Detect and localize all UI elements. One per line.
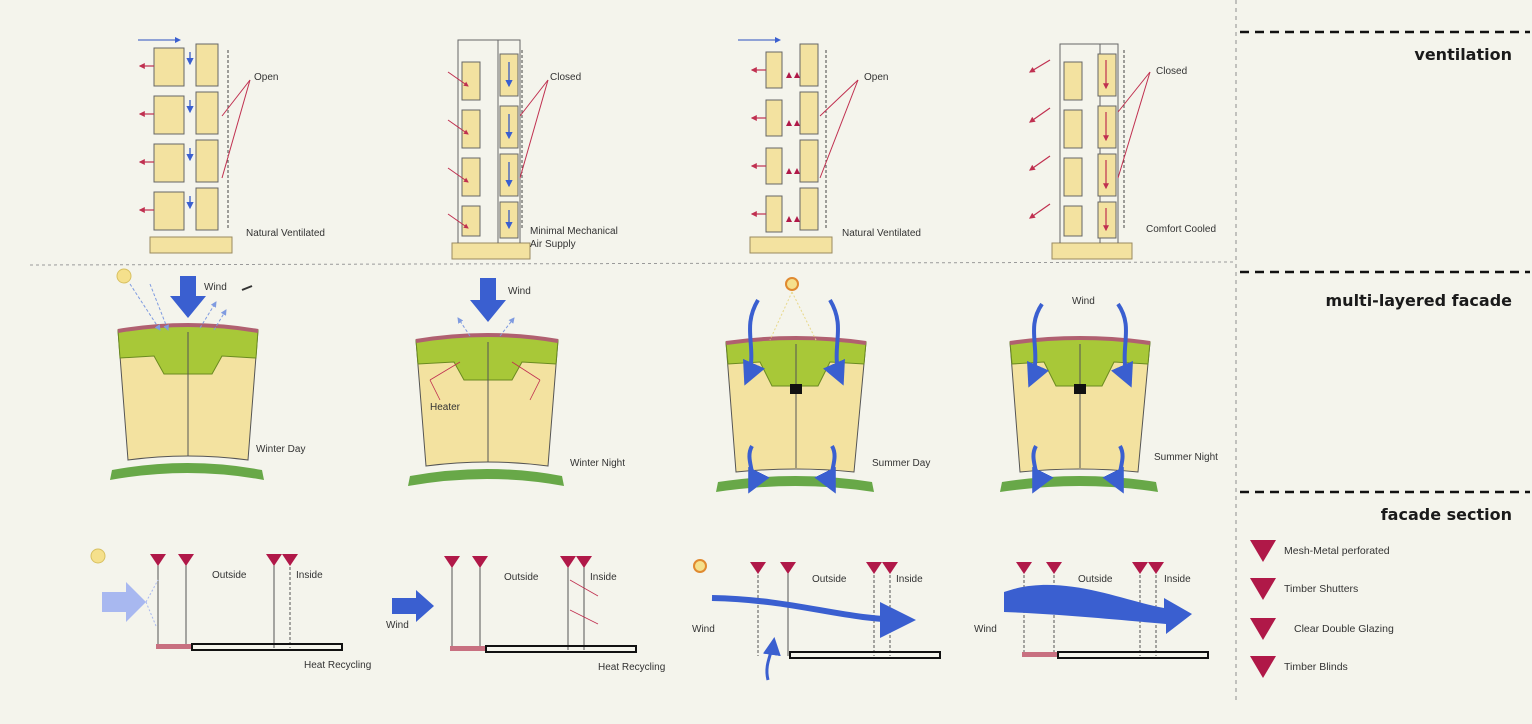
material-legend: Mesh-Metal perforated Timber Shutters Cl…: [1250, 540, 1394, 678]
vent-diagram-2: [447, 39, 549, 260]
vent-mode-2: Minimal Mechanical: [530, 226, 618, 237]
legend-marker-icon: [1250, 618, 1276, 640]
row-divider: [29, 261, 1237, 266]
legend-item-glazing: Clear Double Glazing: [1294, 623, 1394, 635]
season-summer-day: Summer Day: [872, 458, 930, 469]
inside-label-1: Inside: [296, 570, 323, 581]
wind-label-section-3: Wind: [692, 624, 715, 635]
vent-state-4: Closed: [1156, 66, 1187, 77]
section-heading: facade section: [1381, 505, 1512, 524]
section-winter-day: [90, 548, 343, 651]
outside-label-4: Outside: [1078, 574, 1113, 585]
section-summer-night: [1004, 562, 1209, 659]
facade-summer-day: [716, 277, 874, 494]
season-winter-day: Winter Day: [256, 444, 305, 455]
outside-label-3: Outside: [812, 574, 847, 585]
facade-winter-day: [110, 268, 264, 480]
facade-heading: multi-layered facade: [1326, 291, 1513, 310]
outside-label-2: Outside: [504, 572, 539, 583]
vent-state-2: Closed: [550, 72, 581, 83]
facade-summer-night: [1000, 302, 1158, 494]
heater-label: Heater: [430, 402, 461, 413]
wind-label-section-4: Wind: [974, 624, 997, 635]
legend-marker-icon: [1250, 656, 1276, 678]
ventilation-heading: ventilation: [1414, 45, 1512, 64]
inside-label-4: Inside: [1164, 574, 1191, 585]
inside-label-3: Inside: [896, 574, 923, 585]
legend-item-blinds: Timber Blinds: [1284, 661, 1348, 673]
season-winter-night: Winter Night: [570, 458, 625, 469]
section-winter-night: [392, 556, 637, 653]
heat-label-1: Heat Recycling: [304, 660, 371, 671]
vent-diagram-1: [138, 37, 251, 254]
wind-label-4: Wind: [1072, 296, 1095, 307]
wind-label-section-2: Wind: [386, 620, 409, 631]
vent-diagram-3: [738, 37, 859, 254]
legend-marker-icon: [1250, 540, 1276, 562]
vent-mode-3: Natural Ventilated: [842, 228, 921, 239]
wind-label-1: Wind: [204, 282, 227, 293]
section-summer-day: [693, 559, 941, 681]
season-summer-night: Summer Night: [1154, 452, 1218, 463]
wind-label-2: Wind: [508, 286, 531, 297]
legend-item-mesh: Mesh-Metal perforated: [1284, 545, 1390, 557]
legend-item-shutters: Timber Shutters: [1284, 583, 1358, 595]
legend-marker-icon: [1250, 578, 1276, 600]
facade-winter-night: [408, 278, 564, 486]
vent-mode-1: Natural Ventilated: [246, 228, 325, 239]
vent-mode-2b: Air Supply: [530, 239, 576, 250]
vent-mode-4: Comfort Cooled: [1146, 224, 1216, 235]
inside-label-2: Inside: [590, 572, 617, 583]
outside-label-1: Outside: [212, 570, 247, 581]
vent-state-3: Open: [864, 72, 888, 83]
vent-state-1: Open: [254, 72, 278, 83]
vent-diagram-4: [1028, 43, 1151, 260]
heat-label-2: Heat Recycling: [598, 662, 665, 673]
